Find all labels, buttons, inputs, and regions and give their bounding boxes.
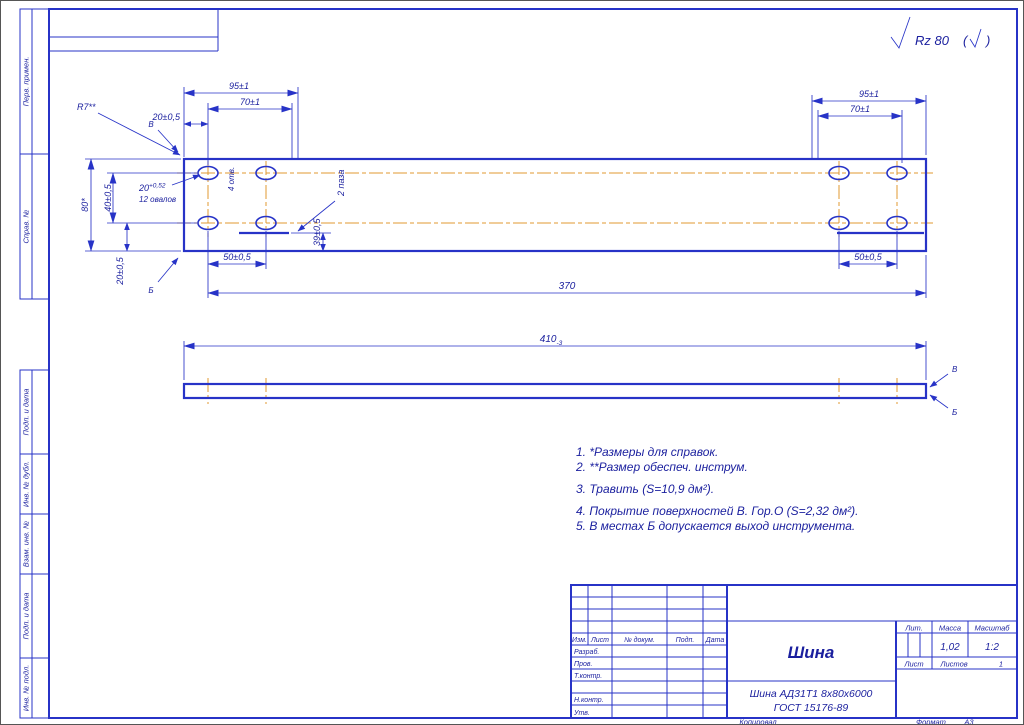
col-data: Дата	[705, 637, 725, 644]
roughness-designation: Rz 80 ( )	[890, 16, 990, 49]
mass-value: 1,02	[940, 642, 960, 653]
sheet-label: Лист	[903, 660, 923, 669]
dim-50-right: 50±0,5	[854, 252, 882, 262]
extension-lines	[85, 87, 927, 298]
dim-39: 39±0,5	[312, 218, 322, 246]
material-spec-line2: ГОСТ 15176-89	[774, 702, 849, 714]
note-line: 1. *Размеры для справок.	[576, 445, 718, 459]
title-block-border	[570, 584, 1018, 719]
row-utv: Утв.	[573, 710, 590, 717]
lit-label: Лит.	[904, 624, 923, 633]
hole-count-callout: 12 овалов	[139, 195, 176, 204]
row-nkontr: Н.контр.	[574, 697, 604, 704]
side-centermarks	[207, 378, 898, 404]
mass-label: Масса	[939, 624, 961, 633]
front-view: 95±1 70±1 20±0,5 R7** 20+0,52 12 овалов …	[77, 81, 933, 298]
margin-label: Перв. примен.	[22, 57, 31, 107]
slots-callout: 2 паза	[336, 170, 346, 197]
oval-hole	[886, 215, 908, 231]
oval-hole	[255, 165, 277, 181]
oval-hole	[828, 165, 850, 181]
dimension-lines	[87, 89, 927, 297]
dim-370: 370	[559, 281, 576, 292]
dim-95-right: 95±1	[859, 89, 879, 99]
side-zone-mark-top: В	[952, 365, 958, 374]
hole-note: 4 отв.	[227, 167, 236, 191]
scale-value: 1:2	[985, 642, 999, 653]
sheets-value: 1	[999, 660, 1003, 669]
side-zone-leaders	[929, 373, 949, 409]
col-izm: Изм.	[572, 637, 587, 644]
margin-column-labels: Перв. примен. Справ. № Подп. и дата Инв.…	[22, 57, 31, 712]
margin-label: Подп. и дата	[22, 389, 31, 436]
note-line: 5. В местах Б допускается выход инструме…	[576, 519, 855, 533]
sheet-frame	[19, 8, 1018, 719]
note-line: 4. Покрытие поверхностей В. Гор.О (S=2,3…	[576, 504, 859, 518]
dim-20-top: 20±0,5	[152, 112, 181, 122]
format-label: Формат	[916, 718, 946, 725]
scale-label: Масштаб	[974, 624, 1010, 633]
col-list: Лист	[590, 637, 609, 644]
radius-callout: R7**	[77, 102, 96, 112]
zone-mark-bottom: Б	[148, 286, 153, 295]
row-razrab: Разраб.	[574, 648, 599, 656]
row-tkontr: Т.контр.	[574, 673, 602, 680]
oval-hole	[886, 165, 908, 181]
part-name: Шина	[788, 643, 835, 662]
margin-label: Подп. и дата	[22, 593, 31, 640]
side-zone-mark-bottom: Б	[952, 408, 957, 417]
title-block-grid	[571, 585, 1017, 718]
dim-20-bottom: 20±0,5	[115, 256, 125, 285]
designation-box	[49, 9, 219, 52]
dim-50-left: 50±0,5	[223, 252, 251, 262]
sheets-label: Листов	[939, 660, 967, 669]
bar-outline	[182, 157, 928, 253]
roughness-rest-symbol-icon	[969, 28, 982, 48]
format-value: А3	[963, 718, 974, 725]
oval-hole	[197, 215, 219, 231]
dim-40: 40±0,5	[103, 183, 113, 211]
oval-hole	[255, 215, 277, 231]
note-line: 3. Травить (S=10,9 дм²).	[576, 482, 714, 496]
margin-label: Взам. инв. №	[22, 521, 31, 567]
oval-hole	[197, 165, 219, 181]
dim-80: 80*	[80, 198, 90, 212]
oval-hole	[828, 215, 850, 231]
technical-notes: 1. *Размеры для справок. 2. **Размер обе…	[575, 445, 859, 533]
oval-holes	[197, 165, 908, 231]
margin-label: Справ. №	[22, 209, 31, 243]
dim-95-left: 95±1	[229, 81, 249, 91]
paren-open: (	[963, 33, 969, 48]
col-doc: № докум.	[624, 636, 655, 644]
margin-label: Инв. № подл.	[22, 665, 31, 712]
side-view: 410-3 В Б	[182, 334, 958, 417]
drawing-frame	[48, 8, 1018, 719]
note-line: 2. **Размер обеспеч. инструм.	[575, 460, 748, 474]
margin-label: Инв. № дубл.	[22, 461, 31, 507]
zone-mark-top: В	[148, 120, 154, 129]
paren-close: )	[984, 33, 990, 48]
leader-lines	[97, 112, 336, 283]
centerlines	[177, 161, 933, 237]
roughness-value: Rz 80	[915, 33, 950, 48]
hole-size-callout: 20+0,52	[138, 183, 166, 194]
bottom-margin-labels: Копировал Формат А3	[739, 718, 974, 725]
dim-70-right: 70±1	[850, 104, 870, 114]
copied-label: Копировал	[739, 718, 777, 725]
side-extension-lines	[183, 341, 927, 380]
col-podp: Подп.	[676, 636, 695, 644]
bar-side-outline	[182, 382, 928, 400]
dim-410: 410-3	[540, 334, 563, 347]
roughness-symbol-icon	[890, 16, 911, 49]
margin-boxes	[19, 8, 50, 719]
dim-70-left: 70±1	[240, 97, 260, 107]
material-spec-line1: Шина АД31Т1 8х80х6000	[750, 688, 873, 700]
title-block: Изм. Лист № докум. Подп. Дата Разраб. Пр…	[570, 584, 1018, 719]
row-prov: Пров.	[574, 661, 593, 668]
